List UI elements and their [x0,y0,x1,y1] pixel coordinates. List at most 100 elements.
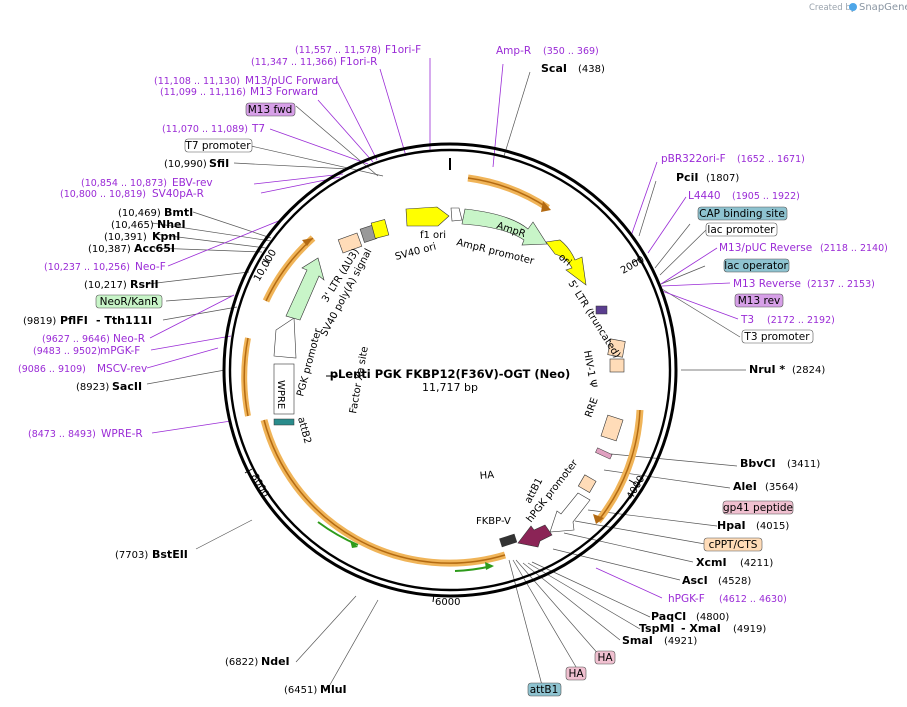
t7-promoter-box [184,138,253,153]
alei-name: AleI [733,480,757,493]
nhei-name: NheI [157,218,186,231]
tick-8000: 8000 [248,472,270,500]
neo-r-pos: (9627 .. 9646) [42,334,110,345]
f1ori-r-pos: (11,347 .. 11,366) [251,57,337,68]
tspmi-name: TspMI [639,622,675,635]
m13-reverse-pos: (2137 .. 2153) [807,279,875,290]
ori-arrow [545,239,587,286]
tick-6000: 6000 [435,597,460,608]
m13puc-rev-name: M13/pUC Reverse [719,242,812,254]
smai-pos: (4921) [664,636,697,647]
ndei-pos: (6822) [225,657,258,668]
ndei-name: NdeI [261,655,290,668]
cap-binding-text: CAP binding site [699,208,785,220]
ha-feat-label: HA [479,470,494,482]
mscv-rev-name: MSCV-rev [97,363,147,375]
pflfi-name: PflFI [60,314,88,327]
cppt-box-label [703,537,763,552]
m13-rev-text: M13 rev [738,295,781,307]
backbone-inner [228,148,672,592]
hpgk-f-pos: (4612 .. 4630) [719,594,787,605]
acc65i-name: Acc65I [134,242,175,255]
orf-arcs [241,174,644,567]
asci-name: AscI [682,574,708,587]
pflfi-pos: (9819) [23,316,56,327]
cap-binding-box [697,206,788,221]
pgkpromoter-label: PGK promoter [295,327,324,398]
scai-name: ScaI [541,62,567,75]
rre-box [600,414,624,442]
t7-name: T7 [251,123,265,135]
mpgk-f-name: mPGK-F [100,345,140,357]
mlui-pos: (6451) [284,685,317,696]
lac-operator-text: lac operator [724,260,788,272]
ebv-rev-name: EBV-rev [172,177,213,189]
acc65i-pos: (10,387) [88,244,131,255]
bmti-name: BmtI [164,206,193,219]
scai-pos: (438) [578,64,605,75]
kpni-name: KpnI [152,230,180,243]
m13-reverse-name: M13 Reverse [733,278,801,290]
hpai-pos: (4015) [756,521,789,532]
smai-name: SmaI [622,634,653,647]
pcii-name: PciI [676,171,698,184]
nhei-pos: (10,465) [111,220,154,231]
f1ori-f-name: F1ori-F [385,44,421,56]
sv40pa-r-pos: (10,800 .. 10,819) [60,189,146,200]
f1-ori-arrow [405,206,450,227]
paqci-name: PaqCI [651,610,686,623]
scale-ticks [244,258,640,603]
hpgk-f-name: hPGK-F [668,593,705,605]
m13-rev-box [734,293,784,308]
snapgene-logo-icon [849,3,857,11]
gp41-box [595,447,613,460]
kpni-pos: (10,391) [104,232,147,243]
fkbp-arrow [517,524,553,548]
attb1-box [527,682,562,697]
gp41-box-label [722,500,794,515]
mscv-rev-pos: (9086 .. 9109) [18,364,86,375]
bsteii-name: BstEII [152,548,188,561]
mlui-name: MluI [320,683,347,696]
psi-box1 [607,338,626,358]
tth111i-name: - Tth111I [96,314,152,327]
hpai-name: HpaI [717,519,746,532]
m13puc-rev-pos: (2118 .. 2140) [820,243,888,254]
feature-shapes [273,206,626,548]
ha-text-1: HA [597,652,613,664]
ampr-primer-pos: (350 .. 369) [543,46,599,57]
sv40pa-r-name: SV40pA-R [152,188,204,200]
sfii-pos: (10,990) [164,159,207,170]
ampr-promoter-shape [450,207,463,222]
m13-fwd-box [245,102,296,117]
f1ori-r-name: F1ori-R [340,56,377,68]
ha-box-2 [565,666,587,681]
psi-box2 [609,358,625,373]
ltr5-label: 5' LTR (truncated) [565,279,622,361]
created-by-text: Created by [809,3,856,13]
lac-promoter-box [705,222,778,237]
t7-pos: (11,070 .. 11,089) [162,124,248,135]
sacii-pos: (8923) [76,382,109,393]
gp41-text: gp41 peptide [723,502,793,514]
attb1-text: attB1 [530,684,559,696]
green-arrowheads [350,540,494,570]
rre-label: RRE [583,396,600,419]
t7-promoter-text: T7 promoter [184,140,251,152]
neo-f-pos: (10,237 .. 10,256) [44,262,130,273]
wpre-r-pos: (8473 .. 8493) [28,429,96,440]
m13-fwd-pos: (11,099 .. 11,116) [160,87,246,98]
t3-pos: (2172 .. 2192) [767,315,835,326]
xmai-name: - XmaI [681,622,721,635]
plasmid-name: pLenti PGK FKBP12(F36V)-OGT (Neo) [330,367,570,381]
wpre-label: WPRE [275,380,286,409]
xcmi-name: XcmI [696,556,727,569]
sv40ori-box [370,219,390,239]
cppt-box [577,474,597,493]
neo-f-name: Neo-F [135,261,166,273]
rsrii-pos: (10,217) [84,280,127,291]
hiv1psi-label: HIV-1 Ψ [581,350,598,389]
pbr322ori-name: pBR322ori-F [661,153,726,165]
sfii-name: SfiI [209,157,229,170]
